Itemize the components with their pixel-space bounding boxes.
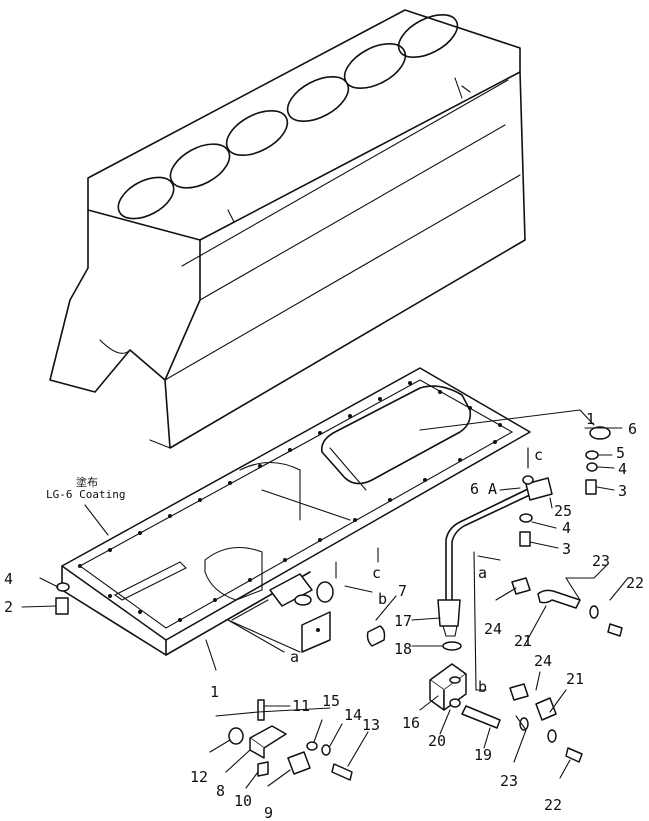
part-22-bolt-upper bbox=[607, 623, 623, 637]
callout-4-left: 4 bbox=[4, 570, 13, 588]
callout-23-lower: 23 bbox=[500, 772, 518, 790]
part-20-washer bbox=[449, 698, 461, 708]
oil-line bbox=[437, 477, 553, 651]
oil-pan bbox=[61, 367, 531, 656]
callout-3-upper: 3 bbox=[618, 482, 627, 500]
callout-6: 6 bbox=[628, 420, 637, 438]
callout-5: 5 bbox=[616, 444, 625, 462]
callout-2: 2 bbox=[4, 598, 13, 616]
part-17-relief-valve bbox=[437, 599, 461, 627]
callout-11: 11 bbox=[292, 697, 310, 715]
coating-note-jp: 塗布 bbox=[76, 475, 98, 489]
part-22-bolt-lower bbox=[565, 747, 583, 763]
callout-8: 8 bbox=[216, 782, 225, 800]
part-3-bolt-upper bbox=[585, 479, 597, 495]
part-6-cap bbox=[589, 426, 611, 440]
callout-4-right: 4 bbox=[618, 460, 627, 478]
callout-1-pan: 1 bbox=[210, 683, 219, 701]
part-3-bolt-lower bbox=[519, 531, 531, 547]
part-18-o-ring bbox=[442, 641, 462, 651]
ref-letter-b-left: b bbox=[378, 590, 387, 608]
part-24-connector-upper bbox=[511, 577, 531, 595]
callout-18: 18 bbox=[394, 640, 412, 658]
cover-group bbox=[228, 699, 353, 781]
callout-21-lower: 21 bbox=[566, 670, 584, 688]
callout-21-upper: 21 bbox=[514, 632, 532, 650]
callout-22-lower: 22 bbox=[544, 796, 562, 814]
callout-23-upper: 23 bbox=[592, 552, 610, 570]
oil-filter-connection bbox=[429, 577, 623, 763]
part-2-plug bbox=[55, 597, 69, 615]
callout-12: 12 bbox=[190, 768, 208, 786]
part-21-elbow-upper bbox=[537, 589, 581, 609]
callout-3-lower: 3 bbox=[562, 540, 571, 558]
part-7-plug bbox=[366, 625, 386, 647]
part-21-elbow-lower bbox=[535, 697, 557, 721]
part-13-bolt bbox=[331, 763, 353, 781]
suction-port-area bbox=[227, 573, 386, 653]
callout-22-upper: 22 bbox=[626, 574, 644, 592]
callout-13: 13 bbox=[362, 716, 380, 734]
callout-4-lower: 4 bbox=[562, 519, 571, 537]
drain-plug-parts bbox=[55, 582, 70, 615]
callout-numbers: 1 1 2 3 3 4 4 4 5 6 6 A 7 8 9 10 11 12 1… bbox=[4, 410, 644, 821]
callout-10: 10 bbox=[234, 792, 252, 810]
breather-parts bbox=[519, 426, 611, 547]
ref-letter-b-right: b bbox=[478, 678, 487, 696]
part-9-bolt bbox=[287, 751, 311, 775]
callout-9: 9 bbox=[264, 804, 273, 821]
leader-lines bbox=[21, 409, 629, 789]
ref-letter-c-right: c bbox=[534, 446, 543, 464]
flange-bolt-holes bbox=[78, 381, 502, 622]
part-24-connector-lower bbox=[509, 683, 529, 701]
part-12-o-ring bbox=[228, 727, 244, 745]
callout-16: 16 bbox=[402, 714, 420, 732]
callout-6a: 6 A bbox=[470, 480, 497, 498]
callout-24-upper: 24 bbox=[484, 620, 502, 638]
part-25-elbow bbox=[525, 477, 553, 501]
callout-25: 25 bbox=[554, 502, 572, 520]
callout-15: 15 bbox=[322, 692, 340, 710]
callout-20: 20 bbox=[428, 732, 446, 750]
callout-7: 7 bbox=[398, 582, 407, 600]
part-15-washer bbox=[306, 741, 318, 751]
ref-letter-a-left: a bbox=[290, 648, 299, 666]
callout-1-top: 1 bbox=[586, 410, 595, 428]
ref-letter-c-left: c bbox=[372, 564, 381, 582]
ref-letter-a-right: a bbox=[478, 564, 487, 582]
coating-note-en: LG-6 Coating bbox=[46, 488, 125, 501]
callout-17: 17 bbox=[394, 612, 412, 630]
callout-14: 14 bbox=[344, 706, 362, 724]
cylinder-block bbox=[49, 9, 526, 449]
callout-24-lower: 24 bbox=[534, 652, 552, 670]
part-10-plug bbox=[257, 761, 269, 777]
reference-letters: a a b b c c bbox=[290, 446, 543, 696]
part-14-washer bbox=[321, 744, 331, 756]
coating-note: 塗布 LG-6 Coating bbox=[46, 475, 125, 501]
callout-19: 19 bbox=[474, 746, 492, 764]
part-11-pin bbox=[257, 699, 265, 721]
